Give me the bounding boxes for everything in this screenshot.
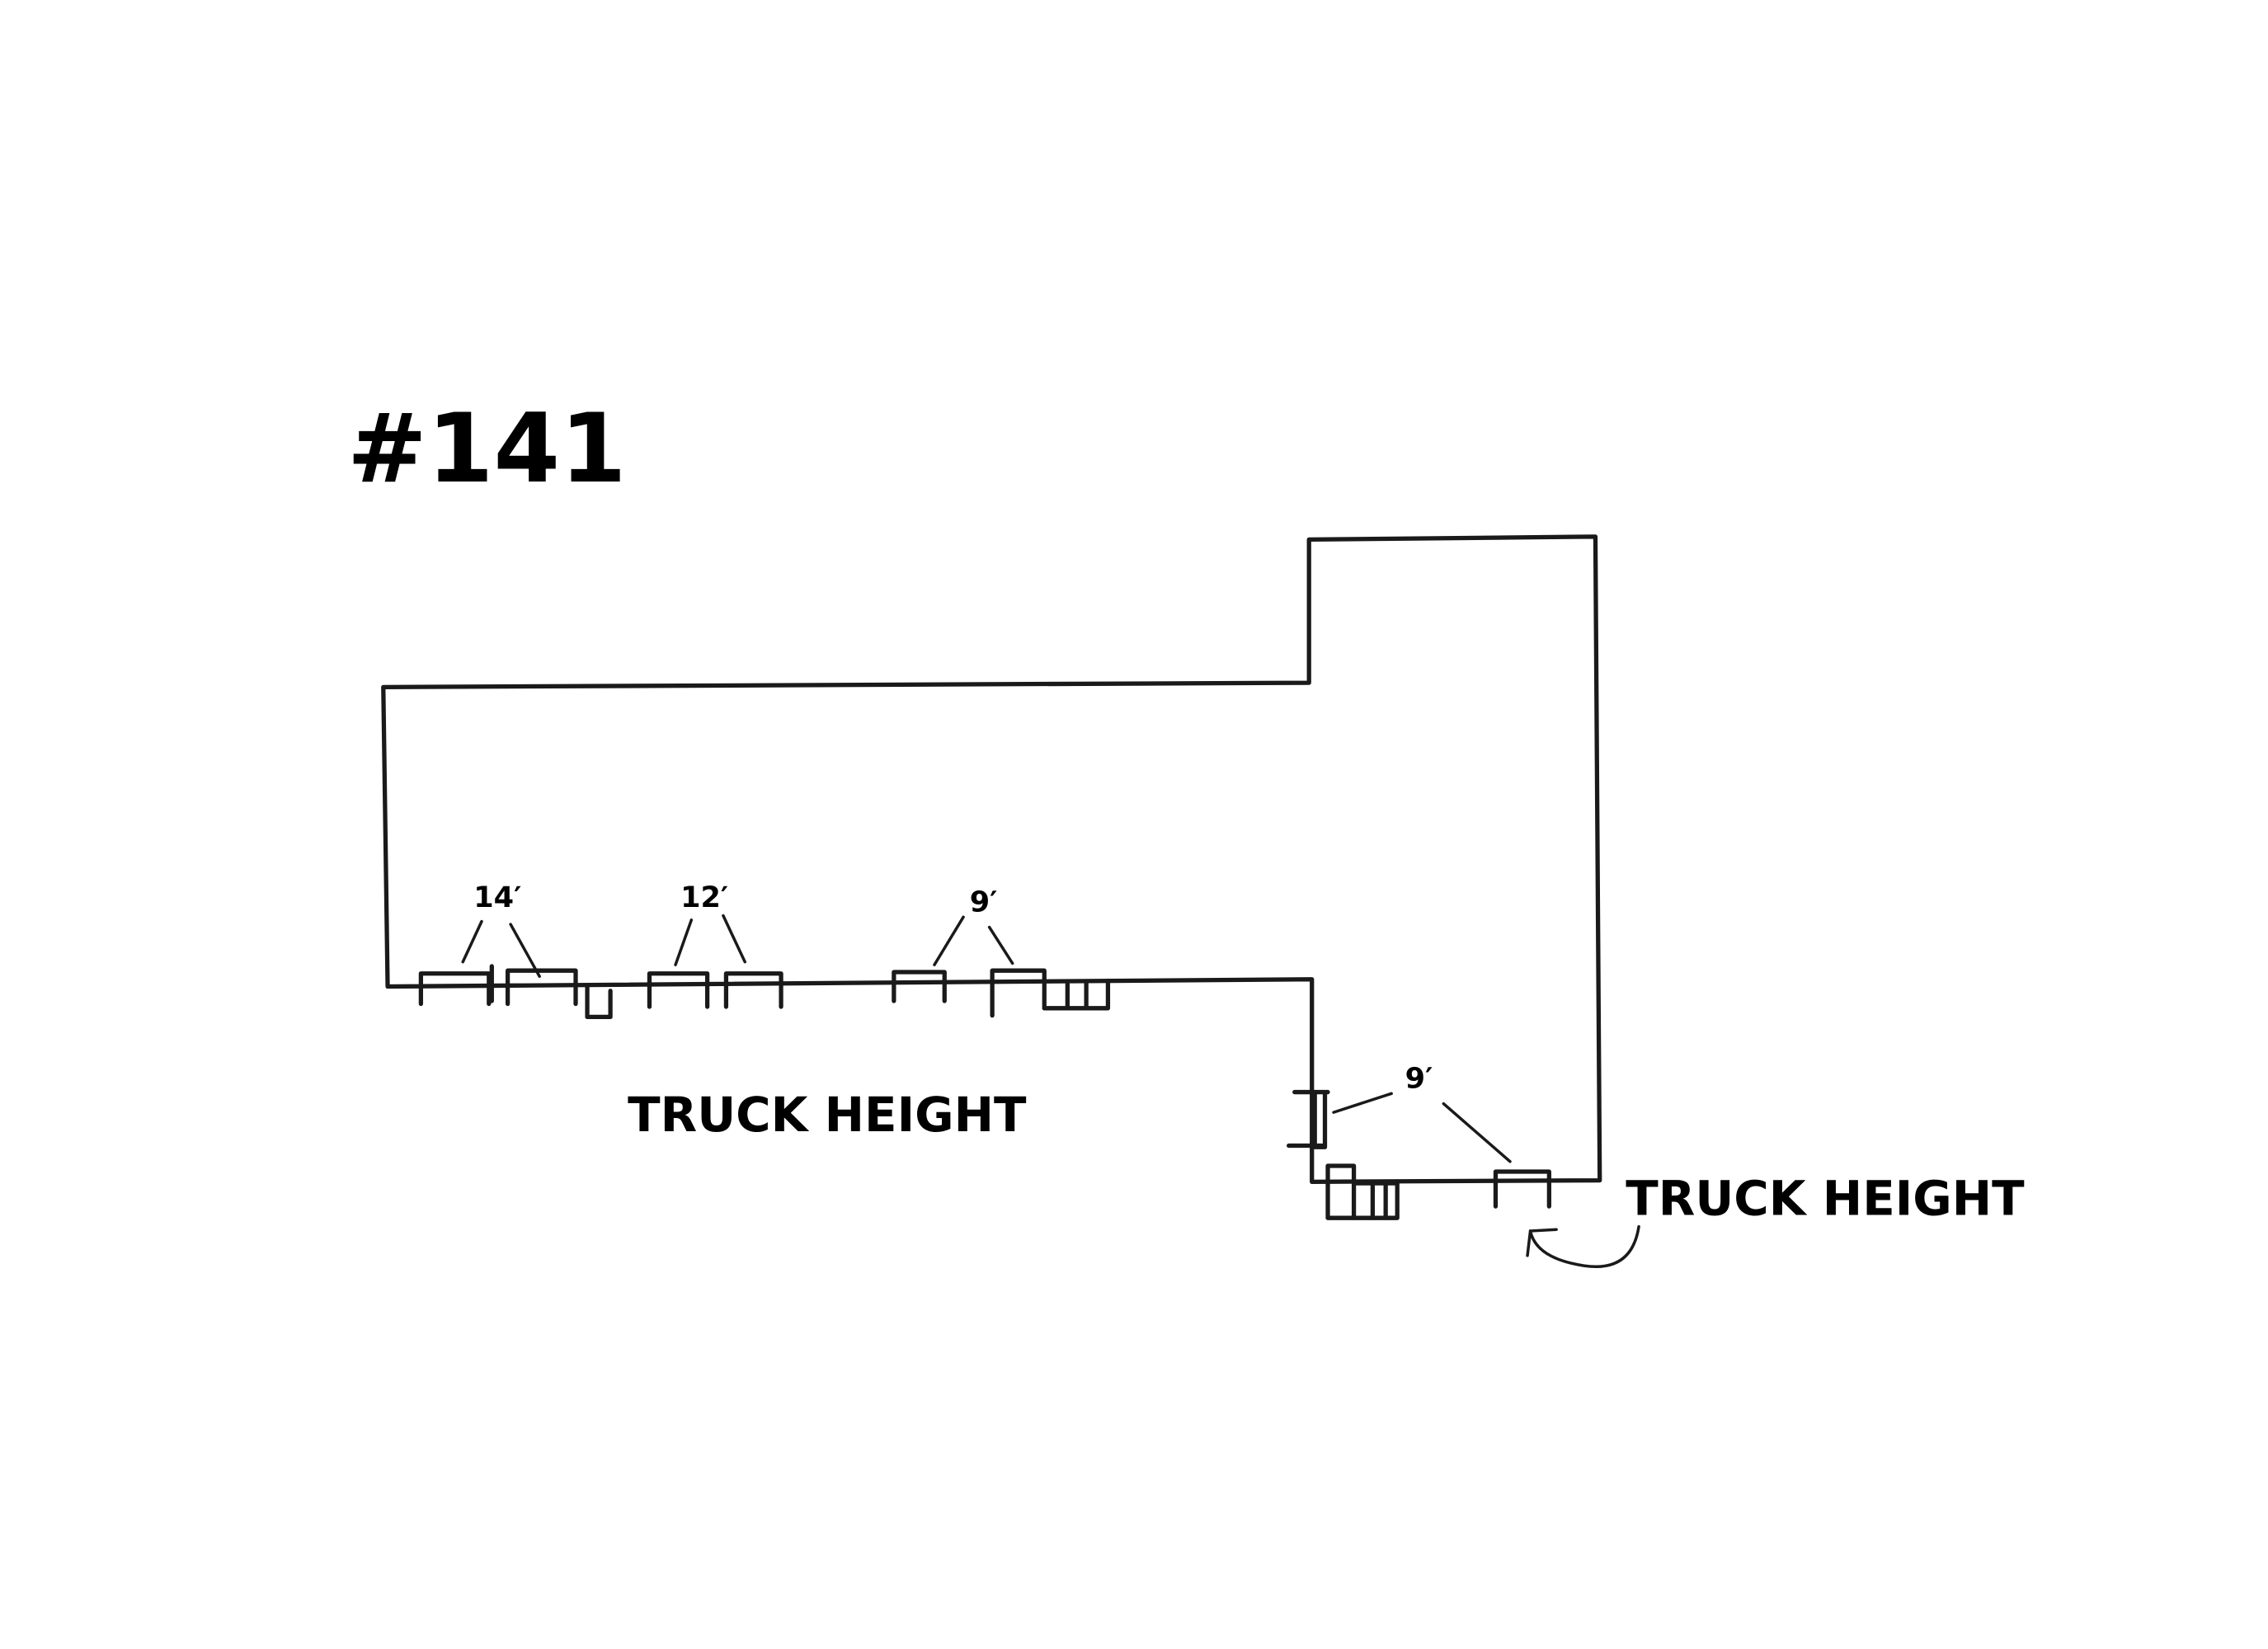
small-step bbox=[585, 984, 613, 1019]
door-height-label: 9′ bbox=[1405, 1061, 1433, 1095]
leader-line bbox=[1332, 1092, 1512, 1163]
dock-door-12ft-b bbox=[723, 971, 783, 1009]
leader-line bbox=[674, 914, 746, 966]
dock-door-9ft-b bbox=[990, 968, 1047, 1018]
leader-line bbox=[933, 915, 1014, 966]
dock-door-14ft-b bbox=[505, 968, 578, 1007]
building-outline bbox=[381, 534, 1602, 1184]
stairs-left bbox=[1042, 978, 1111, 1011]
door-height-label: 9′ bbox=[970, 885, 998, 918]
dock-door-14ft-a bbox=[418, 964, 494, 1007]
dock-door-12ft-a bbox=[647, 971, 710, 1009]
truck-height-label: TRUCK HEIGHT bbox=[628, 1087, 1027, 1143]
curved-arrow-icon bbox=[1526, 1224, 1640, 1268]
side-door-9ft bbox=[1287, 1089, 1330, 1149]
dock-door-9ft-c bbox=[1493, 1169, 1551, 1209]
stairs-right bbox=[1325, 1163, 1400, 1220]
plan-title: #141 bbox=[347, 394, 627, 505]
leader-line bbox=[461, 919, 541, 978]
truck-height-label: TRUCK HEIGHT bbox=[1626, 1171, 2025, 1227]
dock-door-9ft-a bbox=[892, 970, 947, 1003]
door-height-label: 12′ bbox=[680, 881, 728, 914]
door-height-label: 14′ bbox=[473, 881, 521, 914]
